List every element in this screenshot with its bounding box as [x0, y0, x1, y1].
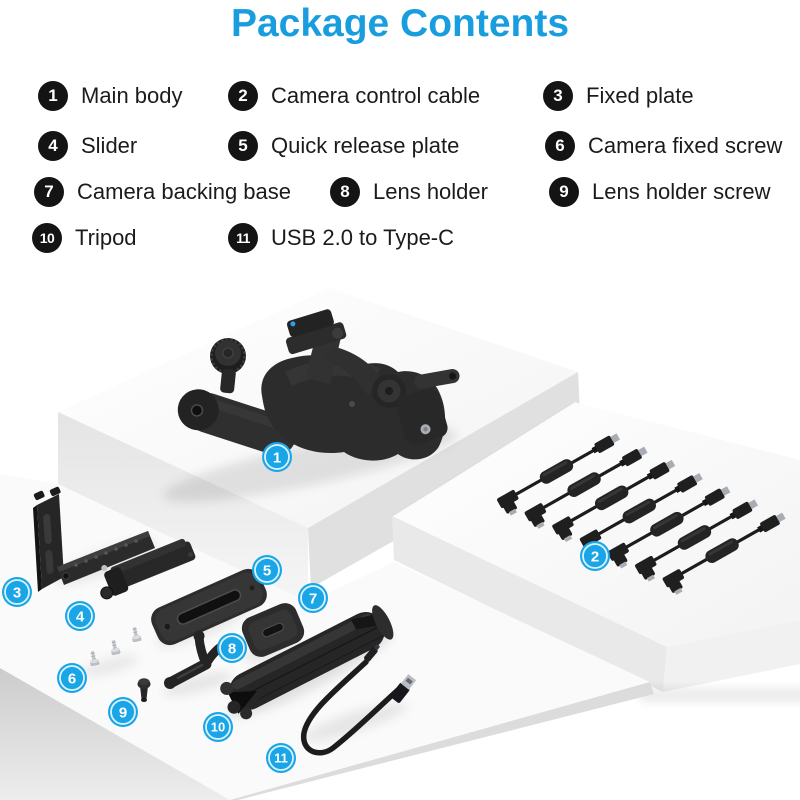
quick-release-plate-illustration	[151, 568, 267, 646]
legend-item-camera-backing-base: 7 Camera backing base	[34, 175, 291, 209]
legend-item-quick-release-plate: 5 Quick release plate	[228, 129, 459, 163]
legend-label-camera-control-cable: Camera control cable	[271, 83, 481, 108]
legend-label-lens-holder-screw: Lens holder screw	[592, 179, 771, 204]
callout-badge-4: 4	[65, 601, 95, 631]
tripod-illustration	[220, 605, 394, 720]
legend-item-camera-control-cable: 2 Camera control cable	[228, 79, 480, 113]
legend-label-fixed-plate: Fixed plate	[586, 83, 694, 108]
gimbal-roll-block	[396, 389, 448, 445]
callout-badge-11: 11	[266, 743, 296, 773]
legend-badge-7: 7	[34, 177, 64, 207]
legend-label-slider: Slider	[81, 133, 138, 158]
legend-badge-8: 8	[330, 177, 360, 207]
page-title: Package Contents	[230, 2, 570, 45]
callout-badge-6: 6	[57, 663, 87, 693]
legend-badge-4: 4	[38, 131, 68, 161]
legend-label-main-body: Main body	[81, 83, 183, 108]
legend-item-usb-cable: 11 USB 2.0 to Type-C	[228, 221, 454, 255]
legend: 1 Main body 2 Camera control cable 3 Fix…	[0, 0, 800, 270]
svg-text:7: 7	[309, 590, 317, 607]
callout-badge-2: 2	[580, 541, 610, 571]
slider-illustration	[100, 538, 196, 600]
legend-item-tripod: 10 Tripod	[32, 221, 137, 255]
callout-badge-1: 1	[262, 442, 292, 472]
legend-item-main-body: 1 Main body	[38, 79, 183, 113]
legend-item-fixed-plate: 3 Fixed plate	[543, 79, 694, 113]
gimbal-illustration	[177, 309, 460, 461]
legend-badge-6: 6	[545, 131, 575, 161]
legend-badge-11: 11	[228, 223, 258, 253]
legend-badge-1: 1	[38, 81, 68, 111]
callout-badge-3: 3	[2, 577, 32, 607]
legend-item-camera-fixed-screw: 6 Camera fixed screw	[545, 129, 782, 163]
legend-badge-10: 10	[32, 223, 62, 253]
legend-item-lens-holder: 8 Lens holder	[330, 175, 488, 209]
svg-text:6: 6	[68, 670, 76, 687]
gimbal-camera-mount	[285, 309, 347, 355]
lens-holder-screw-illustration	[137, 678, 151, 702]
camera-fixed-screws-illustration	[89, 626, 142, 667]
svg-text:10: 10	[211, 720, 225, 735]
legend-label-camera-backing-base: Camera backing base	[77, 179, 292, 204]
svg-text:9: 9	[119, 704, 127, 721]
legend-item-lens-holder-screw: 9 Lens holder screw	[549, 175, 771, 209]
legend-label-quick-release-plate: Quick release plate	[271, 133, 460, 158]
legend-label-usb-cable: USB 2.0 to Type-C	[271, 225, 455, 250]
camera-backing-base-illustration	[241, 603, 305, 657]
svg-text:11: 11	[274, 751, 288, 766]
legend-badge-5: 5	[228, 131, 258, 161]
legend-badge-9: 9	[549, 177, 579, 207]
legend-label-camera-fixed-screw: Camera fixed screw	[588, 133, 783, 158]
svg-text:1: 1	[273, 449, 281, 466]
legend-label-tripod: Tripod	[75, 225, 137, 250]
svg-text:2: 2	[591, 548, 599, 565]
legend-item-slider: 4 Slider	[38, 129, 137, 163]
callout-badge-5: 5	[252, 555, 282, 585]
product-scene: 1 2 3 4 5 6 7 8 9 10 11	[0, 288, 800, 800]
callout-badge-9: 9	[108, 697, 138, 727]
gimbal-grip	[177, 389, 297, 456]
svg-text:8: 8	[228, 640, 236, 657]
svg-text:5: 5	[263, 562, 271, 579]
callout-badge-10: 10	[203, 712, 233, 742]
gimbal-top-bar	[414, 369, 460, 389]
legend-badge-3: 3	[543, 81, 573, 111]
legend-label-lens-holder: Lens holder	[373, 179, 488, 204]
callout-badge-8: 8	[217, 633, 247, 663]
callout-badge-7: 7	[298, 583, 328, 613]
legend-badge-2: 2	[228, 81, 258, 111]
svg-text:4: 4	[76, 608, 85, 625]
svg-text:3: 3	[13, 584, 21, 601]
platform-right	[391, 401, 800, 702]
fixed-plate-illustration	[33, 486, 155, 592]
usb-cable-illustration	[301, 644, 417, 756]
